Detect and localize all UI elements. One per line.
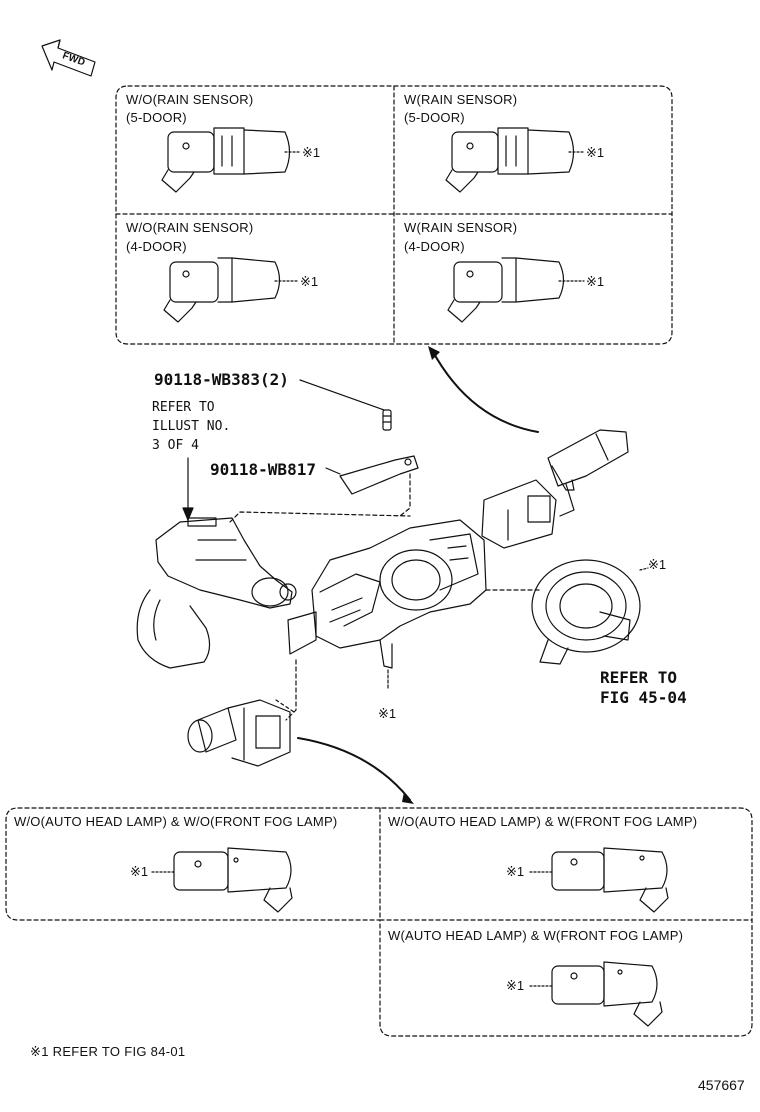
wiper-switch-4door-norain [163,257,299,323]
wiper-switch-5door-rain [445,127,585,193]
bottom-variant-3-callout: ※1 [506,978,525,993]
refer-illust-line2: ILLUST NO. [152,419,231,434]
part-number-screw[interactable]: 90118-WB383(2) [154,370,289,389]
top-variant-3-line2: (4-DOOR) [126,239,187,254]
refer-fig-line2[interactable]: FIG 45-04 [600,688,687,707]
screw-part [299,379,392,431]
bottom-variant-1-callout: ※1 [130,864,149,879]
fwd-arrow-icon [41,39,96,77]
bottom-variant-1-label: W/O(AUTO HEAD LAMP) & W/O(FRONT FOG LAMP… [14,814,338,829]
top-variant-box [115,85,673,345]
refer-illust-arrow [182,457,194,521]
light-switch-variant-3 [529,961,663,1027]
wiper-switch-assembly [481,429,629,549]
wiper-switch-4door-rain [447,257,585,323]
top-variant-3-callout: ※1 [300,274,319,289]
pointer-arrow-top-head [428,346,440,360]
top-variant-2-callout: ※1 [586,145,605,160]
light-switch-variant-2 [529,847,669,913]
pointer-arrow-bottom-head [402,792,414,804]
top-variant-1-line2: (5-DOOR) [126,110,187,125]
bracket-part [325,455,419,517]
top-variant-3-line1: W/O(RAIN SENSOR) [126,220,254,235]
wiper-switch-5door-norain [161,127,301,193]
refer-illust-line3: 3 OF 4 [152,438,199,453]
bottom-variant-2-callout: ※1 [506,864,525,879]
refer-illust-line1: REFER TO [152,400,215,415]
headlamp-switch-assembly [187,699,295,767]
spiral-cable [531,559,649,665]
top-variant-2-line1: W(RAIN SENSOR) [404,92,518,107]
bottom-variant-3-label: W(AUTO HEAD LAMP) & W(FRONT FOG LAMP) [388,928,684,943]
top-variant-4-callout: ※1 [586,274,605,289]
part-number-bracket[interactable]: 90118-WB817 [210,460,316,479]
assembly-callout: ※1 [378,706,397,721]
pointer-arrow-top [431,349,539,433]
top-variant-4-line1: W(RAIN SENSOR) [404,220,518,235]
image-number: 457667 [698,1077,745,1093]
top-variant-1-callout: ※1 [302,145,321,160]
top-variant-1-line1: W/O(RAIN SENSOR) [126,92,254,107]
spiral-callout: ※1 [648,557,667,572]
light-switch-variant-1 [151,847,293,913]
combination-switch-body [285,519,541,721]
bottom-variant-box [5,807,753,1037]
top-variant-4-line2: (4-DOOR) [404,239,465,254]
column-housing [136,511,411,669]
bottom-variant-2-label: W/O(AUTO HEAD LAMP) & W(FRONT FOG LAMP) [388,814,698,829]
pointer-arrow-bottom [297,737,411,801]
top-variant-2-line2: (5-DOOR) [404,110,465,125]
refer-fig-line1[interactable]: REFER TO [600,668,678,687]
footnote: ※1 REFER TO FIG 84-01 [30,1044,186,1059]
